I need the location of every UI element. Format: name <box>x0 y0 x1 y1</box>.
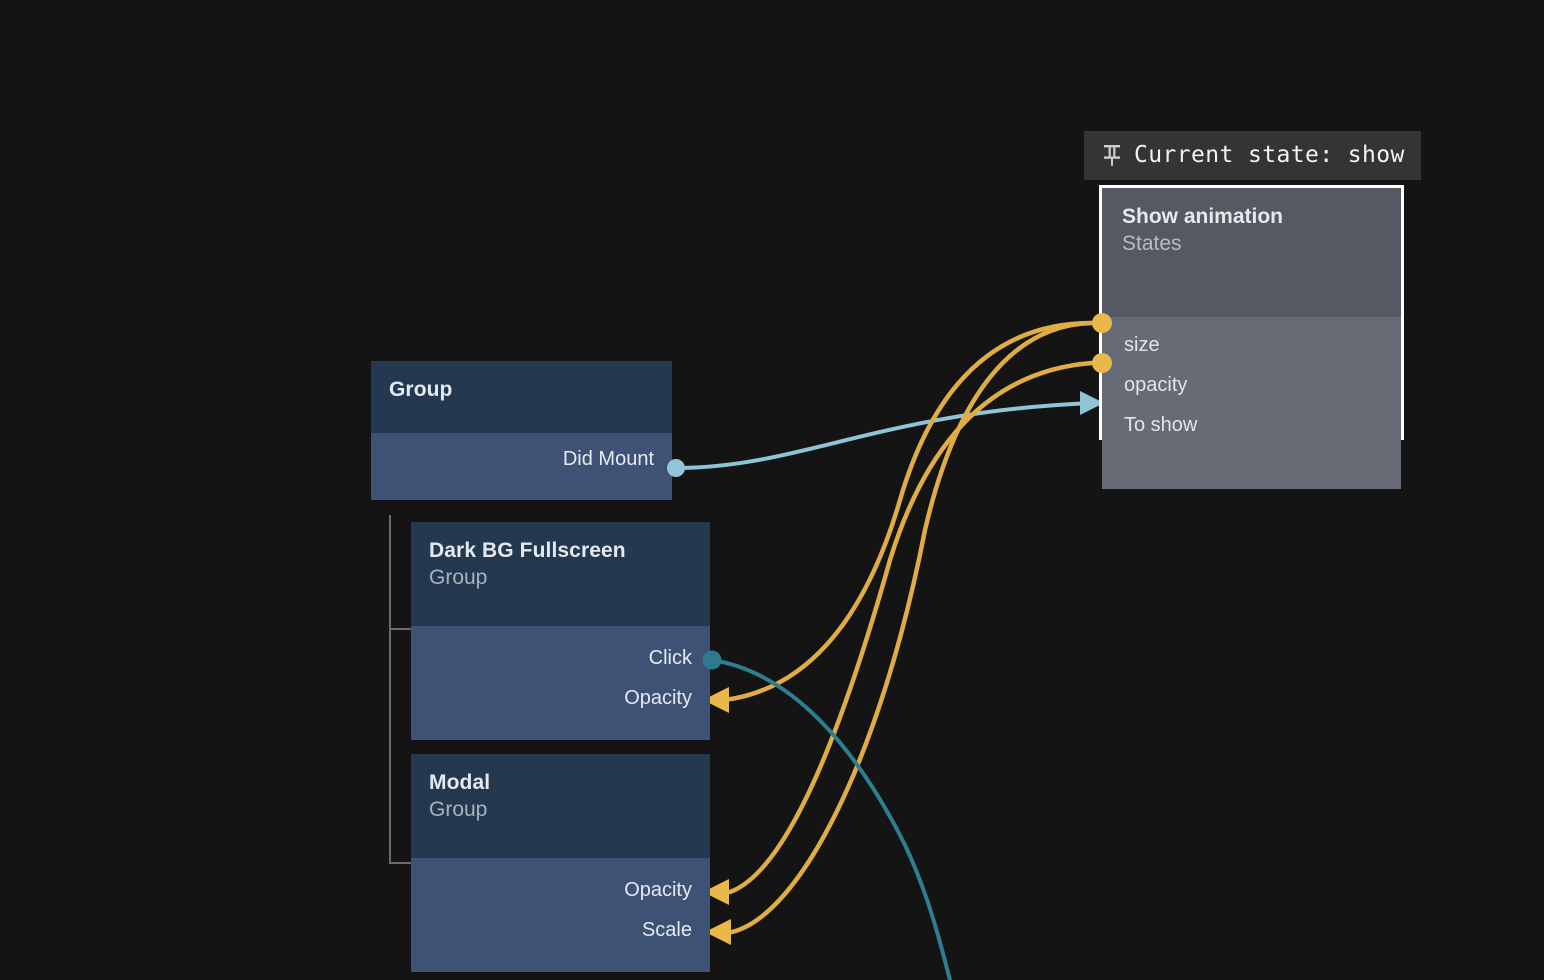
port-label-to-show: To show <box>1124 414 1198 436</box>
node-show-animation-header: Show animation States <box>1102 188 1401 317</box>
edge-opacity-to-modal-opacity <box>727 360 1095 895</box>
node-show-animation-subtitle: States <box>1122 232 1182 255</box>
port-dot-did-mount[interactable] <box>662 454 690 482</box>
port-row-size[interactable]: size <box>1102 325 1401 365</box>
tree-vertical-line <box>389 515 391 864</box>
port-label-did-mount: Did Mount <box>562 448 654 470</box>
pushpin-icon <box>1104 145 1120 166</box>
node-show-animation-body: size opacity To show <box>1102 317 1401 489</box>
edge-click-offscreen <box>710 658 952 980</box>
port-row-modal-opacity[interactable]: Opacity <box>411 870 710 910</box>
port-label-size: size <box>1124 334 1160 356</box>
port-dot-size[interactable] <box>1088 310 1116 338</box>
node-modal-subtitle: Group <box>429 798 488 821</box>
edge-size-to-modal-scale <box>729 320 1095 935</box>
node-group-body: Did Mount <box>371 433 672 500</box>
edge-size-to-darkbg-opacity <box>722 320 1095 703</box>
node-dark-bg-fullscreen[interactable]: Dark BG Fullscreen Group Click Opacity <box>411 522 710 740</box>
edge-didmount-to-toshow <box>674 401 1094 470</box>
node-modal-title: Modal <box>429 771 491 794</box>
port-label-click: Click <box>648 647 692 669</box>
node-modal-header: Modal Group <box>411 754 710 858</box>
port-row-opacity[interactable]: opacity <box>1102 365 1401 405</box>
node-modal[interactable]: Modal Group Opacity Scale <box>411 754 710 972</box>
port-row-click[interactable]: Click <box>411 638 710 678</box>
node-show-animation-title: Show animation <box>1122 205 1284 228</box>
node-dark-bg-header: Dark BG Fullscreen Group <box>411 522 710 626</box>
node-show-animation[interactable]: Show animation States size opacity To sh… <box>1099 185 1404 489</box>
tree-branch-dark-bg <box>389 628 413 630</box>
pinned-state-bar[interactable]: Current state: show <box>1084 131 1421 180</box>
port-row-did-mount[interactable]: Did Mount <box>371 439 672 479</box>
node-group[interactable]: Group Did Mount <box>371 361 672 500</box>
port-row-to-show[interactable]: To show <box>1102 405 1401 445</box>
port-label-opacity: opacity <box>1124 374 1188 396</box>
port-row-modal-scale[interactable]: Scale <box>411 910 710 950</box>
node-group-header: Group <box>371 361 672 433</box>
port-row-darkbg-opacity[interactable]: Opacity <box>411 678 710 718</box>
node-dark-bg-subtitle: Group <box>429 566 488 589</box>
port-label-modal-opacity: Opacity <box>624 879 692 901</box>
node-group-title: Group <box>389 378 453 401</box>
port-label-darkbg-opacity: Opacity <box>624 687 692 709</box>
node-dark-bg-title: Dark BG Fullscreen <box>429 539 626 562</box>
node-modal-body: Opacity Scale <box>411 858 710 972</box>
pinned-state-label: Current state: show <box>1134 142 1405 168</box>
tree-branch-modal <box>389 862 413 864</box>
node-dark-bg-body: Click Opacity <box>411 626 710 740</box>
port-dot-click[interactable] <box>698 646 726 674</box>
port-dot-opacity[interactable] <box>1088 350 1116 378</box>
port-label-modal-scale: Scale <box>641 919 692 941</box>
